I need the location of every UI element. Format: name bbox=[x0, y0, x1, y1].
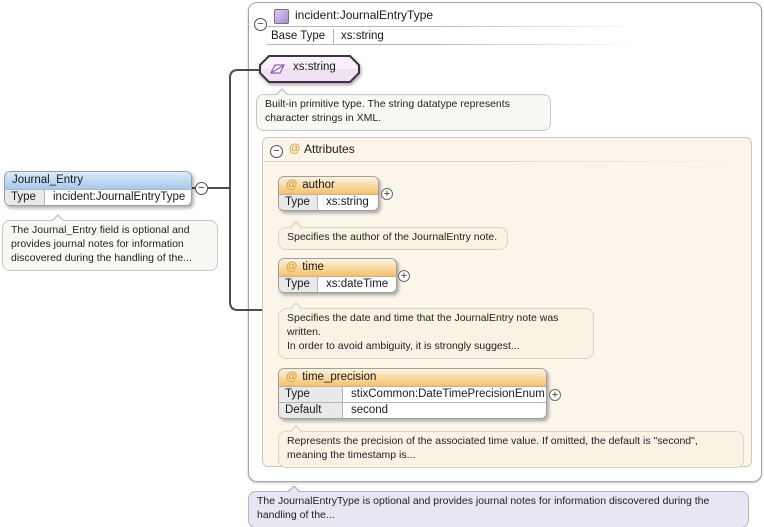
attribute-name-row: @ time_precision bbox=[279, 369, 546, 386]
element-name: Journal_Entry bbox=[5, 172, 191, 189]
attribute-at-icon: @ bbox=[286, 179, 297, 191]
author-description-callout: Specifies the author of the JournalEntry… bbox=[278, 227, 508, 250]
attribute-type-row: Type xs:string bbox=[279, 194, 378, 210]
element-description-callout: The Journal_Entry field is optional and … bbox=[2, 220, 218, 271]
base-type-node[interactable]: xs:string bbox=[259, 55, 360, 83]
attribute-name-row: @ author bbox=[279, 177, 378, 194]
expand-toggle-time-precision[interactable]: + bbox=[549, 389, 561, 401]
time-precision-description-callout: Represents the precision of the associat… bbox=[278, 431, 744, 468]
element-type-row: Type incident:JournalEntryType bbox=[5, 189, 191, 205]
attribute-at-icon: @ bbox=[286, 371, 297, 383]
attribute-name-row: @ time bbox=[279, 259, 396, 276]
type-footer-note-callout: The JournalEntryType is optional and pro… bbox=[248, 491, 749, 527]
complex-type-icon bbox=[274, 9, 289, 24]
type-value: xs:string bbox=[318, 195, 377, 210]
attributes-section-title: Attributes bbox=[304, 142, 355, 156]
base-type-description-callout: Built-in primitive type. The string data… bbox=[256, 94, 551, 131]
element-node-journal-entry[interactable]: Journal_Entry Type incident:JournalEntry… bbox=[4, 171, 192, 206]
attribute-name: author bbox=[302, 179, 335, 191]
time-description-callout: Specifies the date and time that the Jou… bbox=[278, 308, 594, 359]
type-label: Type bbox=[279, 387, 343, 402]
attribute-at-icon: @ bbox=[286, 261, 297, 273]
attribute-node-time[interactable]: @ time Type xs:dateTime bbox=[278, 258, 397, 293]
attribute-type-row: Type stixCommon:DateTimePrecisionEnum bbox=[279, 386, 546, 402]
expand-toggle-time[interactable]: + bbox=[398, 270, 410, 282]
divider bbox=[267, 26, 639, 27]
primitive-type-icon bbox=[269, 62, 286, 76]
attribute-node-time-precision[interactable]: @ time_precision Type stixCommon:DateTime… bbox=[278, 368, 547, 419]
divider bbox=[267, 44, 639, 45]
attribute-type-row: Type xs:dateTime bbox=[279, 276, 396, 292]
attribute-at-icon: @ bbox=[289, 143, 300, 155]
type-label: Type bbox=[5, 190, 45, 205]
base-type-name: xs:string bbox=[293, 61, 336, 73]
default-label: Default bbox=[279, 403, 343, 418]
type-title: incident:JournalEntryType bbox=[295, 8, 433, 22]
divider bbox=[265, 161, 745, 162]
collapse-toggle-type[interactable]: − bbox=[254, 18, 267, 31]
default-value: second bbox=[343, 403, 396, 418]
collapse-toggle-attributes[interactable]: − bbox=[270, 145, 283, 158]
type-label: Type bbox=[279, 277, 318, 292]
attribute-node-author[interactable]: @ author Type xs:string bbox=[278, 176, 379, 211]
attribute-name: time bbox=[302, 261, 324, 273]
attribute-default-row: Default second bbox=[279, 402, 546, 418]
type-value: stixCommon:DateTimePrecisionEnum bbox=[343, 387, 547, 402]
base-type-value: xs:string bbox=[341, 30, 384, 42]
divider bbox=[333, 29, 334, 45]
type-value: incident:JournalEntryType bbox=[45, 190, 192, 205]
attribute-name: time_precision bbox=[302, 371, 376, 383]
type-value: xs:dateTime bbox=[318, 277, 396, 292]
base-type-label: Base Type bbox=[271, 30, 325, 42]
collapse-toggle-element[interactable]: − bbox=[195, 182, 208, 195]
expand-toggle-author[interactable]: + bbox=[381, 188, 393, 200]
type-label: Type bbox=[279, 195, 318, 210]
